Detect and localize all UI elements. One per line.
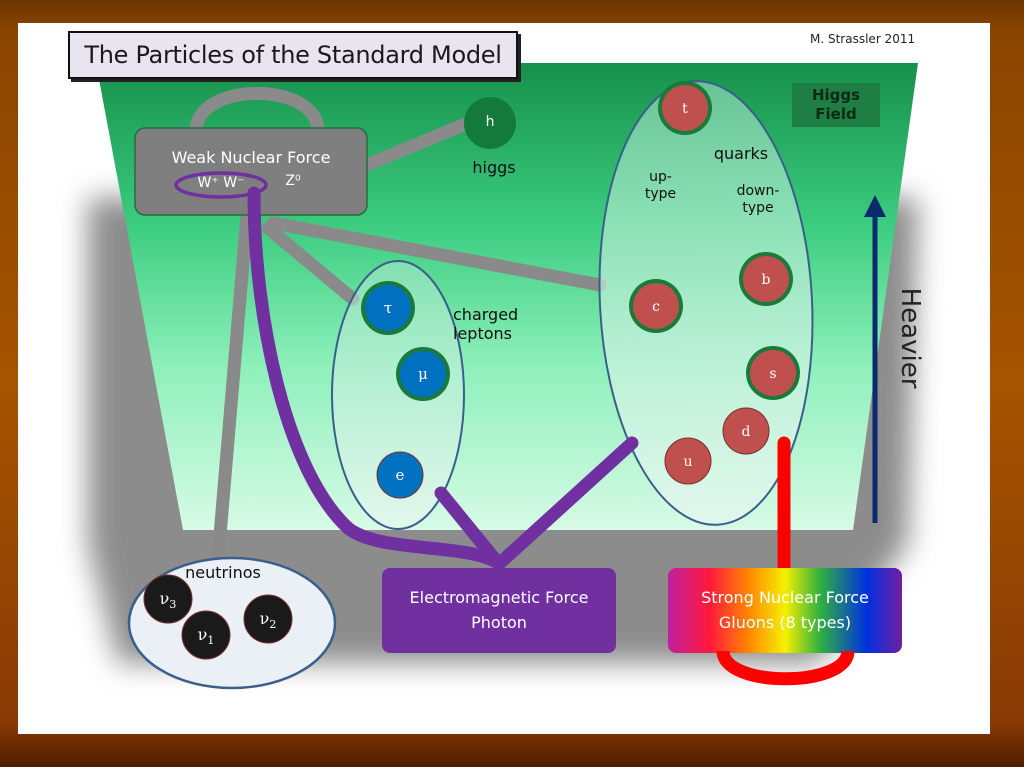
neutrino-1[interactable]: ν1 (181, 610, 231, 660)
quark-s[interactable]: s (746, 346, 800, 400)
link-em-w-boson (247, 186, 505, 570)
leptons-group-oval (331, 260, 465, 530)
slide-title: The Particles of the Standard Model (68, 31, 518, 79)
lepton-0-symbol: τ (384, 299, 392, 317)
z-boson-label: Z⁰ (285, 173, 301, 189)
link-weak-quarks (266, 216, 607, 292)
em-force-links (247, 186, 639, 570)
gluon-self-loop (716, 649, 855, 686)
lepton-2[interactable]: e (376, 451, 424, 499)
higgs-label: higgs (472, 158, 516, 177)
quark-c-symbol: c (652, 299, 660, 315)
weak-force-label: Weak Nuclear Force (171, 148, 331, 167)
quark-d-symbol: d (742, 424, 751, 440)
quark-u[interactable]: u (664, 437, 712, 485)
quark-c[interactable]: c (629, 279, 683, 333)
up-type-label: up- type (644, 169, 677, 202)
neutrinos-label: neutrinos (185, 563, 261, 582)
author-credit: M. Strassler 2011 (810, 32, 916, 46)
higgs-symbol: h (485, 114, 495, 130)
w-boson-ring (174, 171, 268, 199)
quark-s-symbol: s (769, 366, 776, 382)
em-force-box-shape (382, 568, 616, 653)
weak-force-links (210, 116, 607, 578)
strong-force-box-shape (668, 568, 902, 653)
heavier-axis-label: Heavier (895, 287, 925, 389)
quark-b-symbol: b (762, 272, 771, 288)
link-weak-leptons (261, 221, 360, 306)
lepton-0[interactable]: τ (361, 281, 415, 335)
lepton-1[interactable]: μ (396, 347, 450, 401)
neutrino-2[interactable]: ν2 (243, 594, 293, 644)
lepton-2-symbol: e (396, 466, 405, 484)
link-em-electron (434, 486, 505, 570)
weak-force-self-loop (189, 87, 325, 132)
charged-leptons-label: charged leptons (453, 305, 519, 344)
link-weak-higgs (341, 116, 475, 180)
neutrino-3[interactable]: ν3 (143, 574, 193, 624)
heavier-arrow (864, 195, 886, 523)
higgs-field-label: Higgs Field (792, 83, 880, 127)
w-bosons-label: W⁺ W⁻ (197, 175, 245, 191)
strong-force-label[interactable]: Strong Nuclear Force Gluons (8 types) (701, 588, 869, 632)
quark-t-symbol: t (682, 101, 688, 117)
link-em-quarks (493, 436, 639, 570)
higgs-particle[interactable] (464, 97, 516, 149)
quark-u-symbol: u (683, 454, 692, 470)
link-weak-neutrinos (210, 196, 255, 578)
em-force-label[interactable]: Electromagnetic Force Photon (409, 588, 589, 632)
quark-d[interactable]: d (722, 407, 770, 455)
quarks-label: quarks (713, 144, 769, 163)
lepton-1-symbol: μ (418, 365, 428, 383)
down-type-label: down- type (736, 183, 780, 216)
quark-b[interactable]: b (739, 252, 793, 306)
quark-t[interactable]: t (658, 81, 712, 135)
